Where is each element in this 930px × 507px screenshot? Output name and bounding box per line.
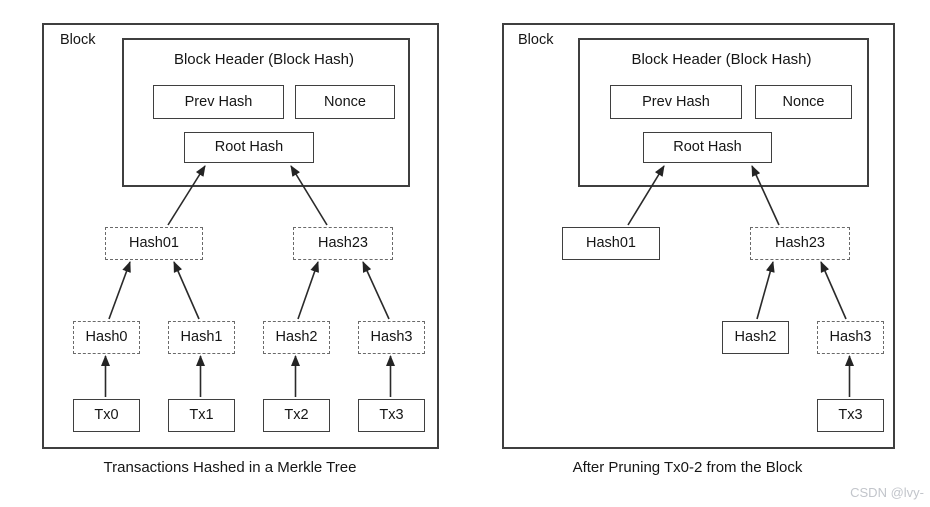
left-hash1-box: Hash1: [168, 321, 235, 354]
right-nonce-box: Nonce: [755, 85, 852, 119]
csdn-watermark: CSDN @lvy-: [850, 485, 924, 500]
left-hash01-box: Hash01: [105, 227, 203, 260]
left-hash23-box: Hash23: [293, 227, 393, 260]
right-root-hash-box: Root Hash: [643, 132, 772, 163]
left-tx3-box: Tx3: [358, 399, 425, 432]
left-hash3-box: Hash3: [358, 321, 425, 354]
right-tx3-box: Tx3: [817, 399, 884, 432]
left-root-hash-box: Root Hash: [184, 132, 314, 163]
right-hash2-box: Hash2: [722, 321, 789, 354]
left-block-header-title: Block Header (Block Hash): [173, 51, 355, 68]
right-caption: After Pruning Tx0-2 from the Block: [572, 459, 803, 476]
right-hash01-box: Hash01: [562, 227, 660, 260]
right-block-header-title: Block Header (Block Hash): [631, 51, 812, 68]
right-prev-hash-box: Prev Hash: [610, 85, 742, 119]
left-hash2-box: Hash2: [263, 321, 330, 354]
left-tx2-box: Tx2: [263, 399, 330, 432]
left-tx0-box: Tx0: [73, 399, 140, 432]
left-nonce-box: Nonce: [295, 85, 395, 119]
left-tx1-box: Tx1: [168, 399, 235, 432]
left-prev-hash-box: Prev Hash: [153, 85, 284, 119]
left-hash0-box: Hash0: [73, 321, 140, 354]
right-block-label: Block: [518, 32, 554, 48]
left-block-label: Block: [60, 32, 96, 48]
right-hash3-box: Hash3: [817, 321, 884, 354]
left-caption: Transactions Hashed in a Merkle Tree: [103, 459, 357, 476]
right-hash23-box: Hash23: [750, 227, 850, 260]
